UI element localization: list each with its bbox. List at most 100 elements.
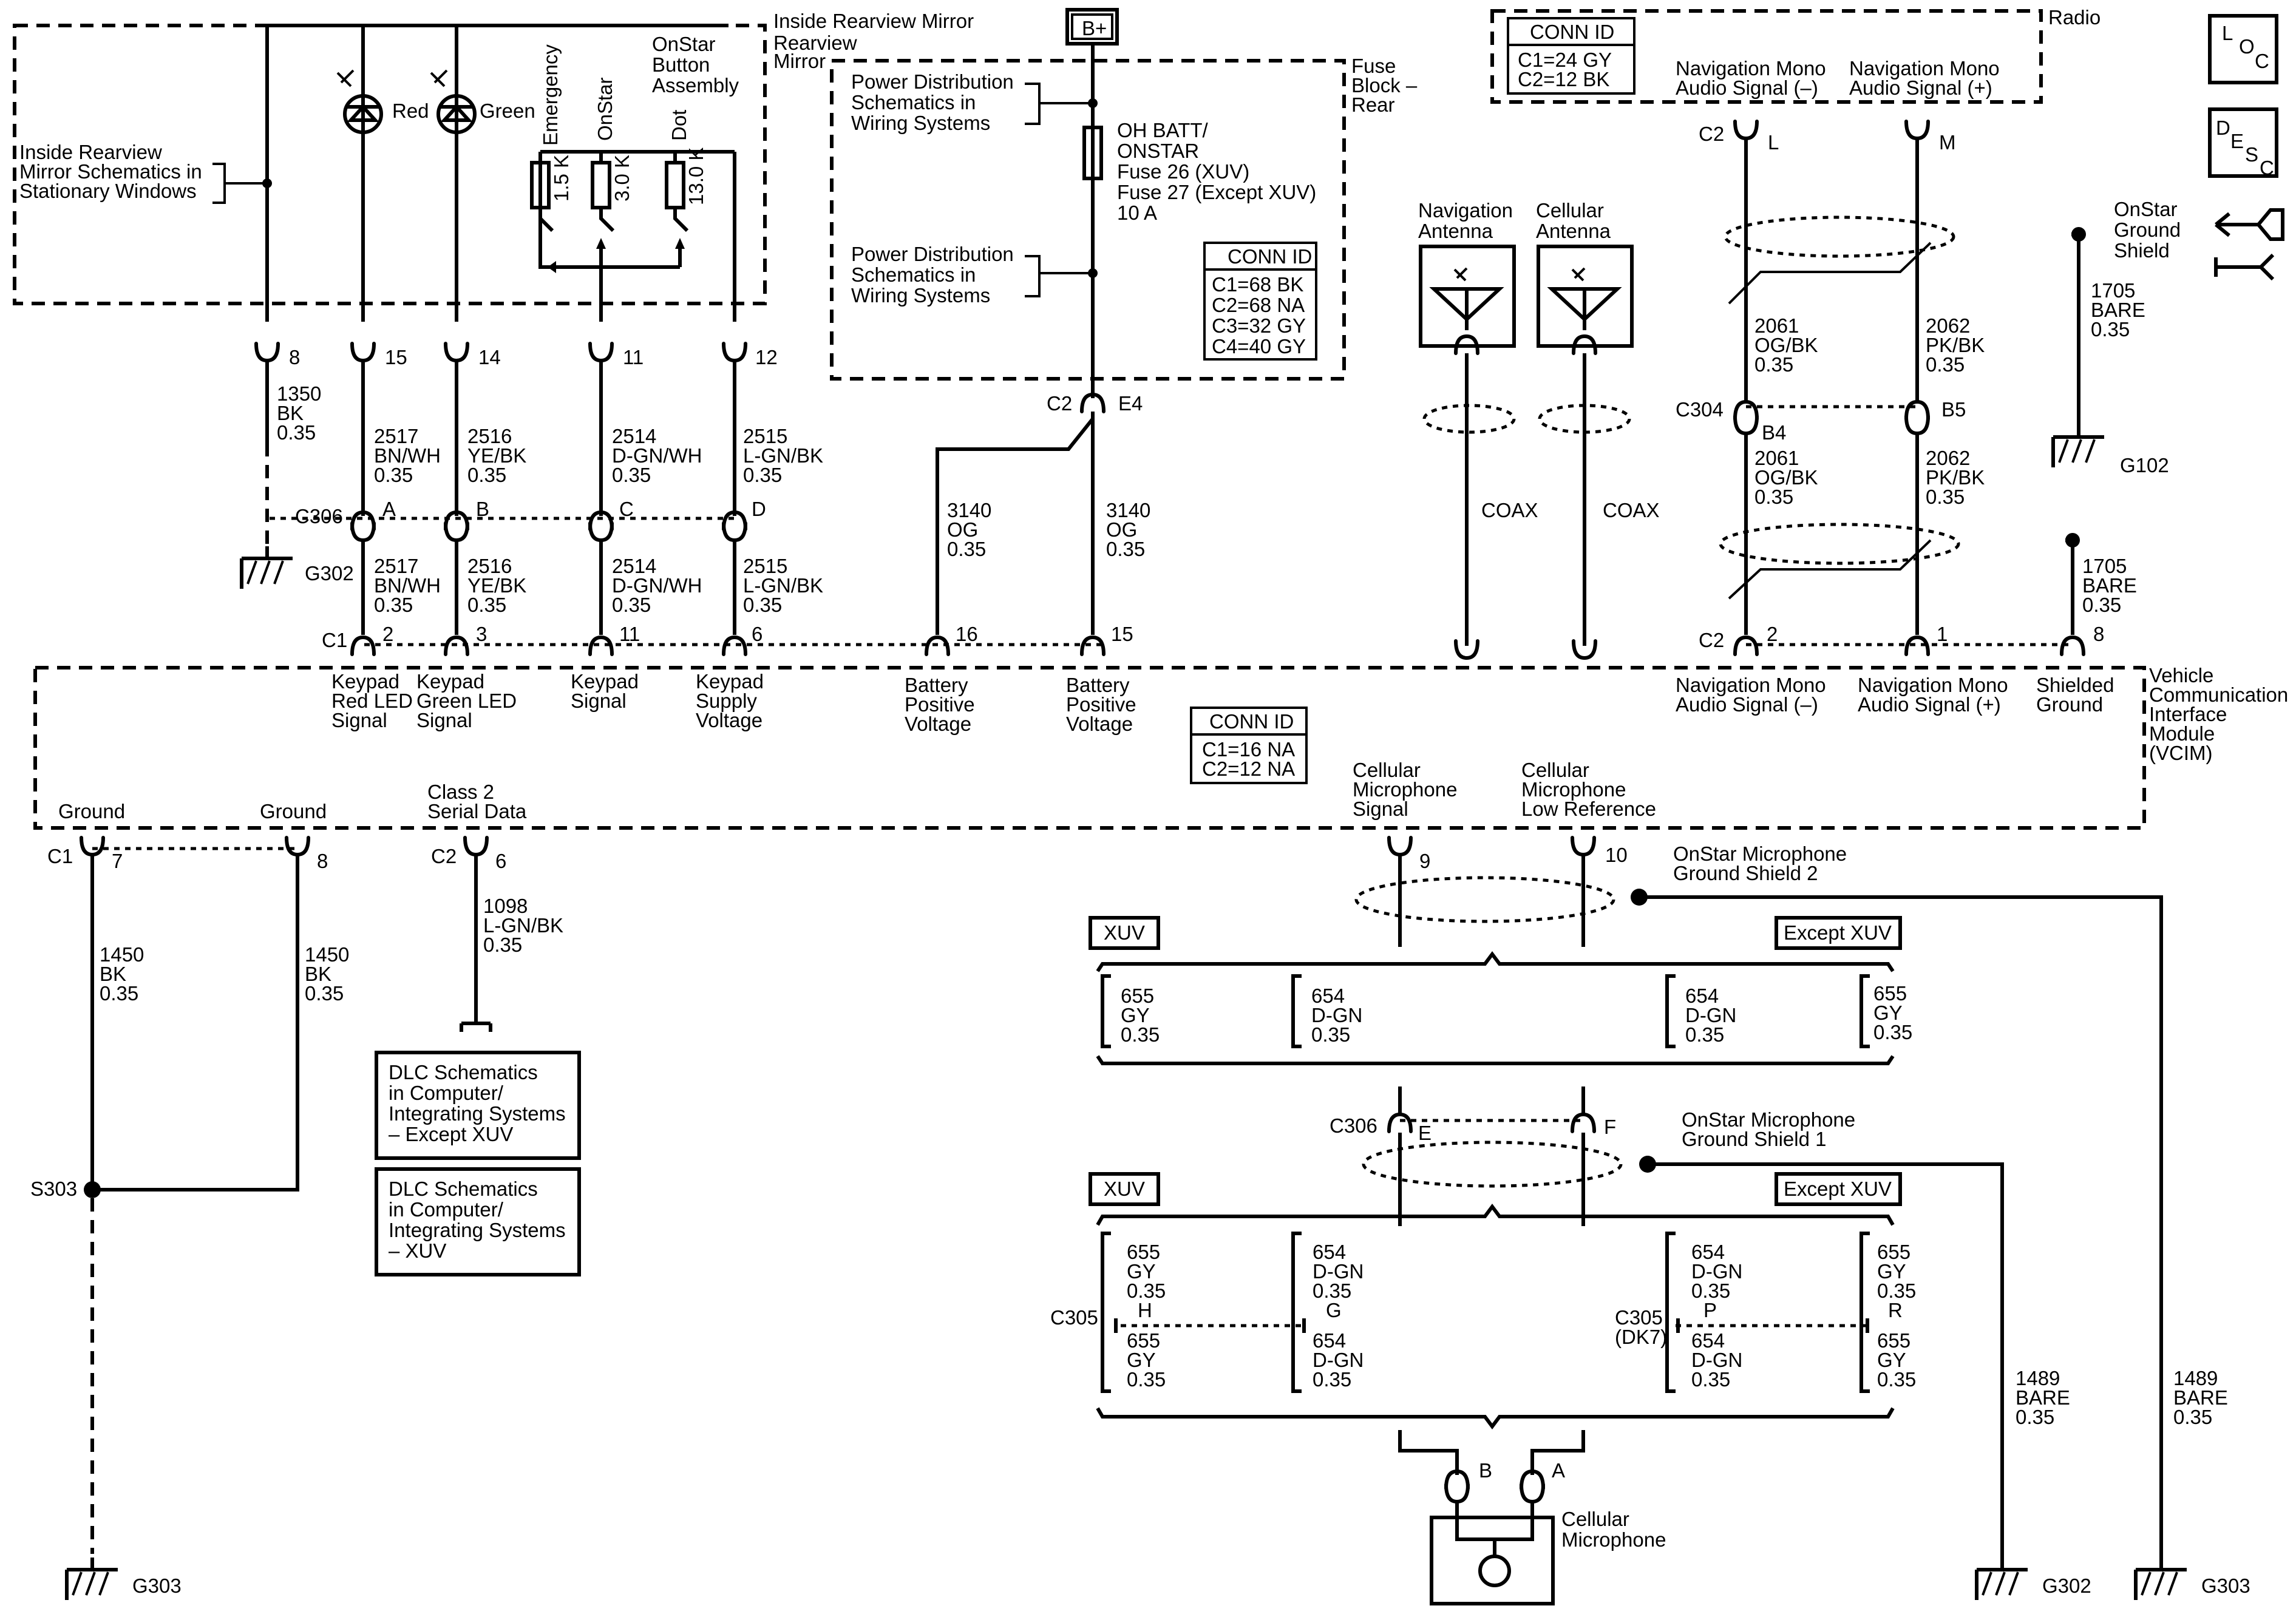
vl-nav-pos-2: Audio Signal (+) [1858, 693, 2001, 716]
desc-d: D [2216, 117, 2230, 139]
c1-pin-6: 6 [752, 623, 763, 645]
c305-g: G [1326, 1299, 1342, 1321]
radio-conn-id: CONN ID [1530, 21, 1614, 43]
exc-b1-3: 0.35 [1691, 1280, 1730, 1302]
w2514b-1: 2514 [612, 555, 656, 577]
pin-top-8: 8 [289, 346, 300, 368]
w2515-2: L-GN/BK [743, 444, 823, 467]
w2061a-2: OG/BK [1754, 334, 1818, 356]
pin-top-12: 12 [755, 346, 778, 368]
pd2-1: Power Distribution [851, 243, 1014, 265]
cell-antenna-2: Antenna [1536, 220, 1611, 242]
shield2-1: OnStar Microphone [1673, 842, 1847, 865]
microphone-wiring: 9 10 OnStar Microphone Ground Shield 2 X… [1050, 838, 2250, 1605]
vl-nav-neg-1: Navigation Mono [1676, 674, 1826, 696]
fuse-conn-3: C3=32 GY [1212, 314, 1306, 337]
exc-b1-2: D-GN [1691, 1260, 1742, 1283]
desc-icon[interactable]: D E S C [2208, 107, 2278, 179]
mirror-schem-2: Mirror Schematics in [19, 160, 202, 183]
mic-pin-a: A [1552, 1459, 1565, 1482]
xuv-a-654-2: D-GN [1311, 1004, 1362, 1026]
vcim-c2-pin-2: 2 [1767, 623, 1778, 645]
exc-b2-1: 655 [1877, 1241, 1911, 1263]
c305-h: H [1138, 1299, 1152, 1321]
pin-top-14: 14 [478, 346, 501, 368]
connector-tool-icon[interactable] [2214, 208, 2284, 281]
w3140b-1: 3140 [1106, 499, 1150, 521]
exc-c2-2: GY [1877, 1349, 1906, 1371]
w3140a-2: OG [947, 518, 978, 541]
lower-p7: 7 [112, 850, 123, 872]
vb-class2-1: Class 2 [427, 781, 494, 803]
w2516b-1: 2516 [467, 555, 512, 577]
btn-emergency: Emergency [539, 44, 562, 146]
w2514-2: D-GN/WH [612, 444, 702, 467]
fuse-block-rear: B+ Fuse Block – Rear Power Distribution … [830, 8, 1418, 654]
loc-c: C [2255, 50, 2269, 72]
g303-left: G303 [132, 1575, 182, 1597]
nav-antenna-1: Navigation [1418, 199, 1513, 222]
w1350-3: 0.35 [277, 421, 316, 444]
w2517-3: 0.35 [374, 464, 413, 486]
radio: Radio CONN ID C1=24 GY C2=12 BK Navigati… [1490, 6, 2181, 654]
w2516b-2: YE/BK [467, 574, 526, 597]
nav-antenna-2: Antenna [1418, 220, 1493, 242]
w1098-1: 1098 [483, 895, 528, 917]
exc-a-654-1: 654 [1685, 985, 1719, 1007]
xuv-b1-3: 0.35 [1127, 1280, 1166, 1302]
fuse-conn-2: C2=68 NA [1212, 294, 1305, 316]
w2062b-3: 0.35 [1926, 486, 1965, 508]
g303-bottom: G303 [2201, 1575, 2250, 1597]
mic-label-1: Cellular [1561, 1508, 1629, 1530]
xuv-b2-3: 0.35 [1313, 1280, 1351, 1302]
dlc1-4: – Except XUV [389, 1123, 513, 1145]
w2515b-3: 0.35 [743, 594, 782, 616]
fuse-conn-1: C1=68 BK [1212, 273, 1303, 296]
pd2-3: Wiring Systems [851, 284, 990, 307]
mirror-wiring: 8 15 14 11 12 G302 1350 BK 0.35 2517 BN/… [242, 344, 1105, 654]
dlc2-2: in Computer/ [389, 1198, 504, 1221]
w1450b-1: 1450 [305, 943, 349, 966]
mic-pin-b: B [1479, 1459, 1492, 1482]
loc-icon[interactable]: L O C [2208, 14, 2278, 84]
w2061a-3: 0.35 [1754, 353, 1793, 376]
w2062b-1: 2062 [1926, 447, 1970, 469]
c306-label: C306 [295, 505, 343, 527]
xuv-b2-2: D-GN [1313, 1260, 1364, 1283]
vcim-pin-15: 15 [1111, 623, 1133, 645]
radio-c2: C2 [1699, 123, 1724, 145]
xuv-a-655-1: 655 [1121, 985, 1154, 1007]
vcim-conn-id: CONN ID [1209, 710, 1294, 733]
vcim-pin-16: 16 [956, 623, 978, 645]
vcim-title-1: Vehicle [2149, 664, 2213, 686]
s303-label: S303 [30, 1178, 77, 1200]
vl-green-2: Green LED [416, 690, 517, 712]
w2517b-1: 2517 [374, 555, 418, 577]
vl-batt1-2: Positive [905, 693, 975, 716]
vcim-title-3: Interface [2149, 703, 2227, 725]
exc-a-655-3: 0.35 [1873, 1021, 1912, 1043]
mirror-title-3: Mirror [773, 50, 826, 72]
xuv-b1-1: 655 [1127, 1241, 1160, 1263]
desc-e: E [2230, 130, 2244, 152]
w2517-1: 2517 [374, 425, 418, 447]
lower-p6: 6 [495, 850, 506, 872]
vb-mic-sig-2: Microphone [1353, 778, 1457, 801]
w2514b-3: 0.35 [612, 594, 651, 616]
w2517b-3: 0.35 [374, 594, 413, 616]
pin-top-15: 15 [385, 346, 407, 368]
vl-supply-3: Voltage [696, 709, 763, 731]
w2061b-3: 0.35 [1754, 486, 1793, 508]
vl-green-3: Signal [416, 709, 472, 731]
antennas: Navigation Antenna Cellular Antenna COAX… [1418, 199, 1660, 658]
w3140a-3: 0.35 [947, 538, 986, 560]
vl-nav-pos-1: Navigation Mono [1858, 674, 2008, 696]
w3140b-2: OG [1106, 518, 1137, 541]
vl-batt2-2: Positive [1066, 693, 1136, 716]
radio-pin-m: M [1939, 131, 1956, 154]
vb-mic-ref-2: Microphone [1521, 778, 1626, 801]
exc-b1-1: 654 [1691, 1241, 1725, 1263]
shield-top-2: Ground [2114, 219, 2181, 241]
radio-title: Radio [2048, 6, 2101, 29]
